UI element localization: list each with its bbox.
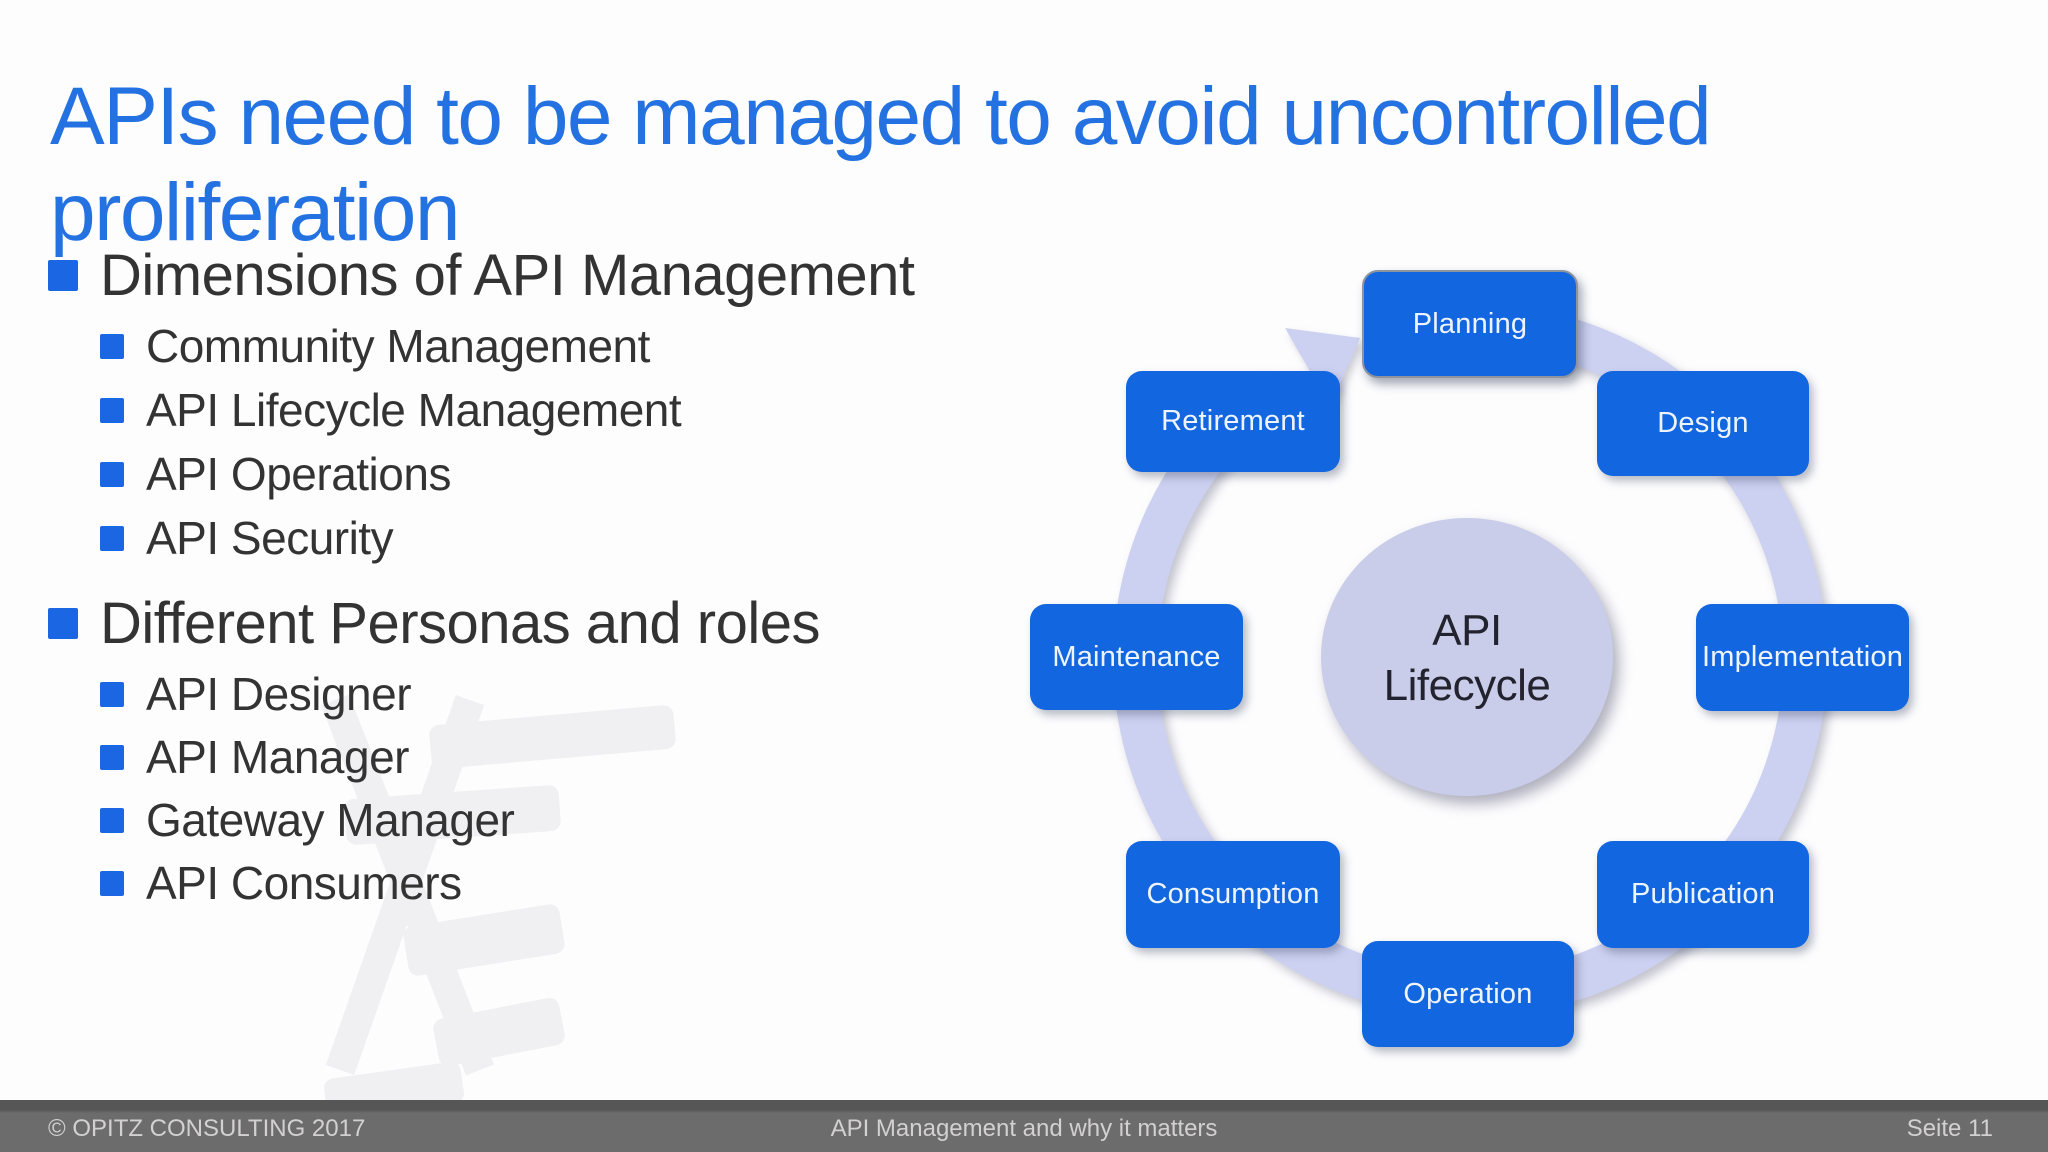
footer-copyright: © OPITZ CONSULTING 2017 [48, 1115, 366, 1142]
bullet-square-icon [100, 525, 124, 551]
bullet-square-icon [48, 607, 78, 639]
bullet-square-icon [100, 807, 124, 833]
stage-label: Planning [1412, 307, 1528, 340]
stage-box-retirement: Retirement [1126, 371, 1340, 472]
list-item: API Designer [100, 668, 412, 720]
lifecycle-center-label: API Lifecycle [1317, 560, 1617, 755]
list-item: Community Management [100, 320, 650, 372]
lifecycle-center-circle [1321, 518, 1613, 796]
list-heading-label: Different Personas and roles [100, 590, 821, 656]
title-line-2: proliferation [50, 166, 460, 258]
stage-box-implementation: Implementation [1696, 604, 1909, 711]
stage-box-publication: Publication [1597, 841, 1809, 948]
list-item: API Manager [100, 731, 409, 783]
slide-footer: © OPITZ CONSULTING 2017 API Management a… [0, 1100, 2048, 1152]
bullet-square-icon [100, 397, 124, 423]
list-item-label: API Lifecycle Management [146, 384, 682, 436]
bullet-square-icon [48, 259, 78, 291]
list-item: API Operations [100, 448, 451, 500]
stage-box-maintenance: Maintenance [1030, 604, 1243, 710]
title-line-1: APIs need to be managed to avoid uncontr… [50, 70, 1712, 162]
list-item-label: API Consumers [146, 857, 462, 909]
page-title: APIs need to be managed to avoid uncontr… [50, 69, 1712, 261]
list-item: API Consumers [100, 857, 462, 909]
stage-label: Publication [1630, 878, 1776, 910]
footer-deck-title: API Management and why it matters [830, 1115, 1218, 1142]
list-item-label: API Security [146, 512, 394, 564]
list-item: API Security [100, 512, 394, 564]
bullet-square-icon [100, 461, 124, 487]
center-label-line-1: API [1432, 605, 1502, 655]
list-item-label: Community Management [146, 320, 650, 372]
bullet-square-icon [100, 744, 124, 770]
list-item: Gateway Manager [100, 794, 515, 846]
stage-label: Operation [1403, 977, 1533, 1010]
arrow-head-icon [1285, 328, 1360, 406]
bullet-square-icon [100, 333, 124, 359]
stage-label: Consumption [1146, 878, 1320, 910]
stage-label: Retirement [1161, 405, 1305, 437]
bullet-square-icon [100, 681, 124, 707]
list-item-label: Gateway Manager [146, 794, 515, 846]
list-heading-label: Dimensions of API Management [100, 242, 915, 308]
list-heading-personas: Different Personas and roles [48, 590, 821, 656]
stage-box-operation: Operation [1362, 941, 1574, 1047]
list-heading-dimensions: Dimensions of API Management [48, 242, 915, 308]
list-item: API Lifecycle Management [100, 384, 682, 436]
list-item-label: API Manager [146, 731, 409, 783]
list-item-label: API Operations [146, 448, 451, 500]
list-item-label: API Designer [146, 668, 412, 720]
bullet-square-icon [100, 870, 124, 896]
stage-label: Implementation [1701, 641, 1904, 673]
stage-box-planning: Planning [1362, 270, 1578, 378]
center-label-line-2: Lifecycle [1383, 660, 1551, 710]
stage-label: Maintenance [1052, 640, 1221, 673]
stage-box-design: Design [1597, 371, 1809, 476]
footer-page-number: Seite 11 [1906, 1115, 1993, 1142]
stage-box-consumption: Consumption [1126, 841, 1340, 948]
stage-label: Design [1657, 407, 1749, 439]
